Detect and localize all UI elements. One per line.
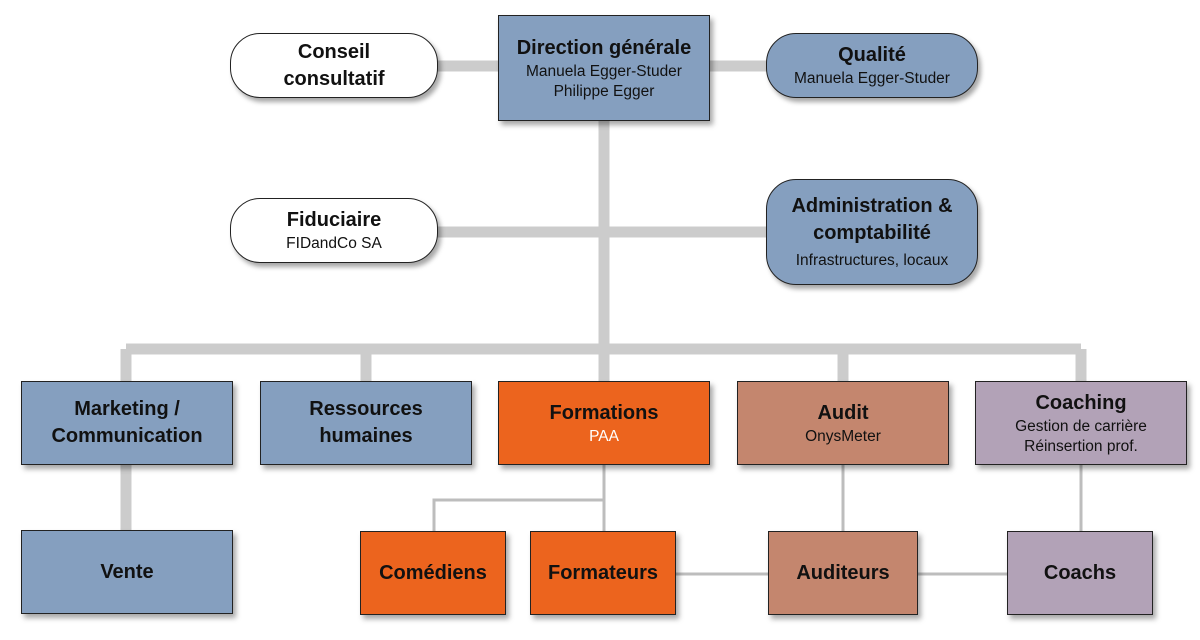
node-formations: Formations PAA: [498, 381, 710, 465]
node-coachs: Coachs: [1007, 531, 1153, 615]
node-title: Ressources humaines: [309, 398, 423, 447]
node-ressources-humaines: Ressources humaines: [260, 381, 472, 465]
connector-formations-comediens: [432, 462, 606, 533]
node-title: Comédiens: [379, 561, 487, 584]
node-conseil-consultatif: Conseil consultatif: [230, 33, 438, 98]
node-title: Administration & comptabilité: [791, 195, 953, 244]
node-marketing-communication: Marketing / Communication: [21, 381, 233, 465]
node-fiduciaire: Fiduciaire FIDandCo SA: [230, 198, 438, 263]
node-subtitle: Infrastructures, locaux: [795, 252, 949, 269]
node-subtitle: PAA: [589, 427, 619, 445]
node-subtitle: Gestion de carrière: [1015, 417, 1147, 435]
node-title: Formateurs: [547, 561, 659, 584]
node-audit: Audit OnysMeter: [737, 381, 949, 465]
node-title: Formations: [549, 401, 659, 424]
node-coaching: Coaching Gestion de carrière Réinsertion…: [975, 381, 1187, 465]
node-title: Qualité: [838, 44, 906, 66]
node-title: Fiduciaire: [286, 209, 382, 231]
node-direction-generale: Direction générale Manuela Egger-Studer …: [498, 15, 710, 121]
node-title: Coachs: [1043, 561, 1117, 584]
node-subtitle: Réinsertion prof.: [1024, 437, 1138, 455]
node-title: Direction générale: [516, 36, 692, 59]
node-title: Coaching: [1035, 391, 1127, 414]
node-administration-comptabilite: Administration & comptabilité Infrastruc…: [766, 179, 978, 285]
node-subtitle: OnysMeter: [805, 427, 881, 445]
node-title: Conseil consultatif: [283, 40, 385, 90]
node-title: Vente: [100, 560, 154, 583]
node-qualite: Qualité Manuela Egger-Studer: [766, 33, 978, 98]
node-subtitle: Manuela Egger-Studer: [794, 70, 950, 87]
node-vente: Vente: [21, 530, 233, 614]
node-title: Marketing / Communication: [51, 398, 203, 447]
node-title: Audit: [817, 401, 869, 424]
node-formateurs: Formateurs: [530, 531, 676, 615]
node-auditeurs: Auditeurs: [768, 531, 918, 615]
node-subtitle: Manuela Egger-Studer: [526, 62, 682, 80]
node-subtitle: FIDandCo SA: [286, 235, 382, 252]
node-title: Auditeurs: [796, 561, 890, 584]
node-subtitle: Philippe Egger: [553, 82, 655, 100]
node-comediens: Comédiens: [360, 531, 506, 615]
